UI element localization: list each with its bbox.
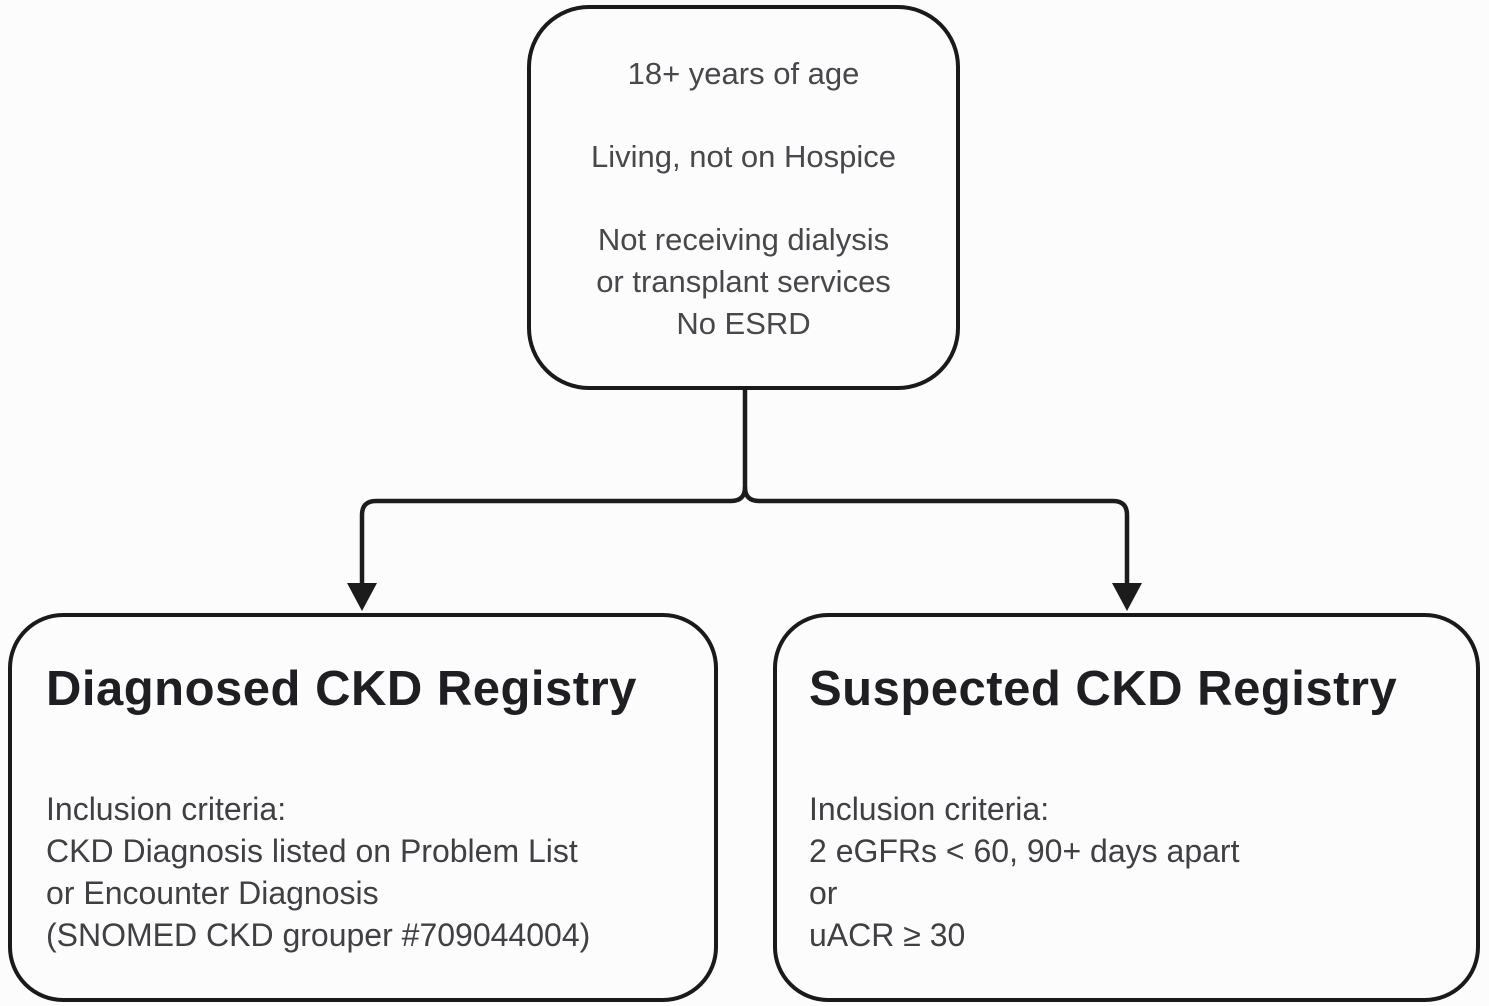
eligibility-paragraph-dialysis: Not receiving dialysis or transplant ser…: [596, 219, 891, 345]
diagnosed-registry-criteria: Inclusion criteria: CKD Diagnosis listed…: [46, 788, 696, 956]
diagnosed-registry-title: Diagnosed CKD Registry: [46, 662, 637, 716]
eligibility-line-esrd: No ESRD: [676, 306, 811, 341]
criteria-line-encounter: or Encounter Diagnosis: [46, 875, 379, 911]
connector-line-left: [359, 390, 748, 586]
eligibility-line-transplant: or transplant services: [596, 264, 891, 299]
eligibility-line-age: 18+ years of age: [627, 56, 860, 91]
suspected-registry-criteria: Inclusion criteria: 2 eGFRs < 60, 90+ da…: [809, 788, 1462, 956]
criteria-line-uacr: uACR ≥ 30: [809, 917, 966, 953]
eligibility-line-living: Living, not on Hospice: [590, 139, 897, 174]
right-arrowhead-down-icon: [1112, 583, 1142, 611]
criteria-line-header: Inclusion criteria:: [809, 791, 1050, 827]
diagnosed-ckd-registry-box: Diagnosed CKD Registry Inclusion criteri…: [8, 613, 718, 1002]
suspected-registry-title: Suspected CKD Registry: [809, 662, 1398, 716]
eligibility-line-dialysis: Not receiving dialysis: [597, 222, 890, 257]
criteria-line-diagnosis: CKD Diagnosis listed on Problem List: [46, 833, 578, 869]
criteria-line-snomed: (SNOMED CKD grouper #709044004): [46, 917, 591, 953]
eligibility-criteria-box: 18+ years of age Living, not on Hospice …: [527, 5, 960, 390]
suspected-ckd-registry-box: Suspected CKD Registry Inclusion criteri…: [773, 613, 1480, 1002]
connector-line-right: [742, 486, 1130, 586]
criteria-line-egfr: 2 eGFRs < 60, 90+ days apart: [809, 833, 1240, 869]
left-arrowhead-down-icon: [347, 583, 377, 611]
criteria-line-header: Inclusion criteria:: [46, 791, 287, 827]
criteria-line-or: or: [809, 875, 838, 911]
